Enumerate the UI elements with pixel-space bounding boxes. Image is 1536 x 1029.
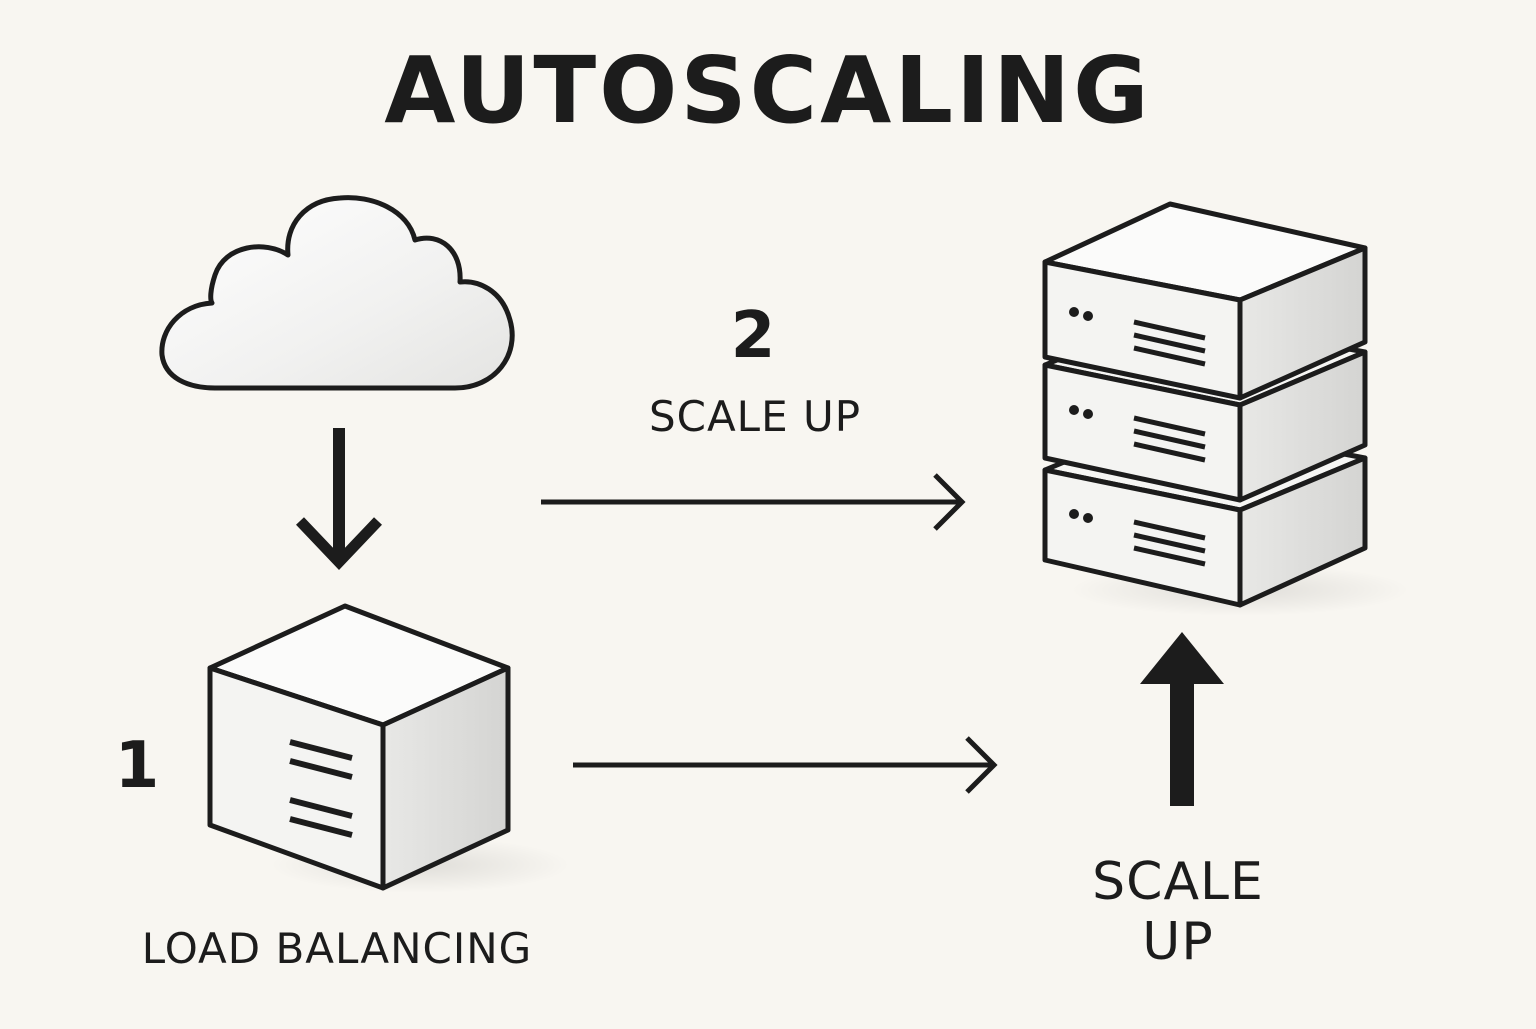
down-arrow-icon xyxy=(296,428,382,570)
step-1-label: LOAD BALANCING xyxy=(141,924,533,973)
server-unit-top xyxy=(1042,201,1368,401)
server-stack-icon xyxy=(1042,201,1410,616)
arrow-right-top-icon xyxy=(541,473,966,531)
step-1-number: 1 xyxy=(114,729,160,803)
diagram-title: AUTOSCALING xyxy=(384,37,1152,144)
arrow-right-bottom-icon xyxy=(573,736,998,794)
step-2-label: SCALE UP xyxy=(648,392,862,441)
cloud-icon xyxy=(159,195,515,391)
scale-up-vertical-label: SCALE UP xyxy=(1092,852,1264,972)
up-arrow-icon xyxy=(1140,632,1224,806)
step-2-number: 2 xyxy=(730,299,776,373)
load-balancer-cube-icon xyxy=(207,603,570,893)
